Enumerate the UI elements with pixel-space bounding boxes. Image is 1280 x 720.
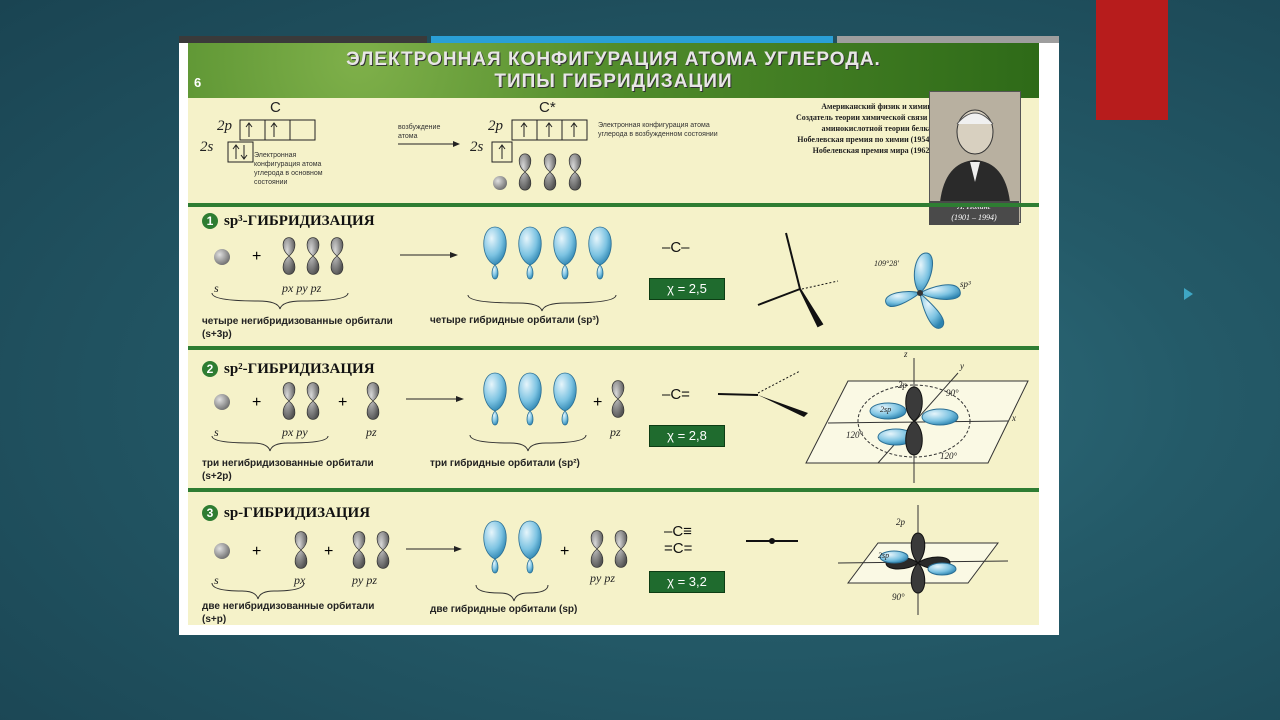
svg-text:+: +: [560, 543, 569, 560]
poster-frame: 6 ЭЛЕКТРОННАЯ КОНФИГУРАЦИЯ АТОМА УГЛЕРОД…: [179, 43, 1059, 635]
section-2-number: 2: [202, 361, 218, 377]
ground-caption: Электронная конфигурация атома углерода …: [254, 152, 323, 186]
s2-hyb-label: 2sp: [880, 405, 892, 414]
section-1-number: 1: [202, 213, 218, 229]
s3-extra-p: py pz: [352, 573, 377, 587]
sp-plane: [837, 505, 1009, 615]
poster-header: 6 ЭЛЕКТРОННАЯ КОНФИГУРАЦИЯ АТОМА УГЛЕРОД…: [188, 43, 1039, 98]
s2-extra-p: pz: [366, 425, 377, 439]
s2-axis-x: x: [1012, 413, 1016, 423]
s3-right-caption: две гибридные орбитали (sp): [430, 604, 578, 615]
s2-angle-120b: 120°: [940, 451, 958, 461]
section-3-number: 3: [202, 505, 218, 521]
svg-text:+: +: [593, 394, 602, 411]
sp2-graphics: + + +: [211, 358, 1029, 483]
section-1-title-text: sp³-ГИБРИДИЗАЦИЯ: [224, 213, 375, 229]
s1-hyb-label: sp³: [960, 279, 971, 289]
sp2-plane: [805, 358, 1029, 483]
s2-p-orbital: 2p: [898, 380, 907, 390]
excite-caption: возбуждение атома: [398, 124, 441, 140]
s3-angle: 90°: [892, 592, 905, 602]
sp-graphics: + + +: [211, 505, 1009, 615]
slide-bullet-icon: [1184, 288, 1193, 300]
bio-text: Американский физик и химик. Создатель те…: [795, 102, 934, 155]
s2-electronegativity: χ = 2,8: [649, 425, 725, 447]
s2-p-labels: px py: [282, 425, 308, 439]
level-2p-ground: 2p: [217, 118, 232, 134]
excited-caption: Электронная конфигурация атома углерода …: [598, 122, 718, 138]
s1-formula: –C–: [662, 239, 690, 256]
svg-text:+: +: [338, 394, 347, 411]
s2-axis-y: y: [960, 361, 964, 371]
section-divider-3: [188, 488, 1039, 492]
s1-right-caption: четыре гибридные орбитали (sp³): [430, 315, 600, 326]
s3-left-caption: две негибридизованные орбитали (s+p): [202, 601, 375, 625]
poster-title-line2: ТИПЫ ГИБРИДИЗАЦИИ: [494, 71, 733, 92]
s3-formula-1: –C≡: [664, 523, 692, 540]
excite-arrow: [398, 141, 460, 147]
slide-top-bar: [179, 36, 1059, 43]
s2-right-caption: три гибридные орбитали (sp²): [430, 458, 580, 469]
s1-electronegativity: χ = 2,5: [649, 278, 725, 300]
s3-p-label: px: [294, 573, 306, 587]
section-3-title-text: sp-ГИБРИДИЗАЦИЯ: [224, 505, 371, 521]
s2-p-after: pz: [610, 425, 621, 439]
level-2p-excited: 2p: [488, 118, 503, 134]
section-3-title: 3 sp-ГИБРИДИЗАЦИЯ: [202, 505, 370, 522]
s3-s-label: s: [214, 573, 219, 587]
excited-orbitals: [493, 153, 582, 191]
s2-angle-120a: 120°: [846, 430, 864, 440]
ground-config-boxes: [227, 119, 316, 163]
section-divider-1: [188, 203, 1039, 207]
s3-formula-2: =C=: [664, 540, 693, 557]
svg-text:+: +: [252, 248, 261, 265]
s3-p-after: py pz: [590, 571, 615, 585]
sp3-graphics: +: [211, 226, 961, 329]
level-2s-excited: 2s: [470, 139, 484, 155]
section-1-title: 1 sp³-ГИБРИДИЗАЦИЯ: [202, 213, 375, 230]
excited-config-boxes: [491, 119, 588, 163]
s1-p-labels: px py pz: [282, 281, 322, 295]
s2-axis-z: z: [904, 349, 908, 359]
s3-electronegativity: χ = 3,2: [649, 571, 725, 593]
section-2-title: 2 sp²-ГИБРИДИЗАЦИЯ: [202, 361, 375, 378]
poster-graphics: + +: [188, 119, 1039, 615]
poster-content: 6 ЭЛЕКТРОННАЯ КОНФИГУРАЦИЯ АТОМА УГЛЕРОД…: [188, 43, 1039, 625]
section-divider-2: [188, 346, 1039, 350]
s1-angle: 109°28': [874, 259, 899, 268]
poster-title-line1: ЭЛЕКТРОННАЯ КОНФИГУРАЦИЯ АТОМА УГЛЕРОДА.: [346, 49, 881, 70]
svg-text:+: +: [252, 394, 261, 411]
s2-left-caption: три негибридизованные орбитали (s+2p): [202, 458, 374, 482]
section-2-title-text: sp²-ГИБРИДИЗАЦИЯ: [224, 361, 375, 377]
s2-angle-90: 90°: [946, 388, 959, 398]
s3-hyb-label: 2sp: [878, 551, 890, 560]
s1-s-label: s: [214, 281, 219, 295]
decorative-red-block: [1096, 0, 1168, 120]
svg-text:+: +: [324, 543, 333, 560]
level-2s-ground: 2s: [200, 139, 214, 155]
s2-formula: –C=: [662, 386, 690, 403]
s1-left-caption: четыре негибридизованные орбитали (s+3p): [202, 316, 393, 340]
c-star-label: C*: [539, 99, 556, 116]
poster-number: 6: [194, 75, 202, 90]
pauling-years: (1901 – 1994): [951, 213, 997, 222]
svg-text:+: +: [252, 543, 261, 560]
s2-s-label: s: [214, 425, 219, 439]
c-label: C: [270, 99, 281, 116]
s3-p-orbital: 2p: [896, 517, 905, 527]
